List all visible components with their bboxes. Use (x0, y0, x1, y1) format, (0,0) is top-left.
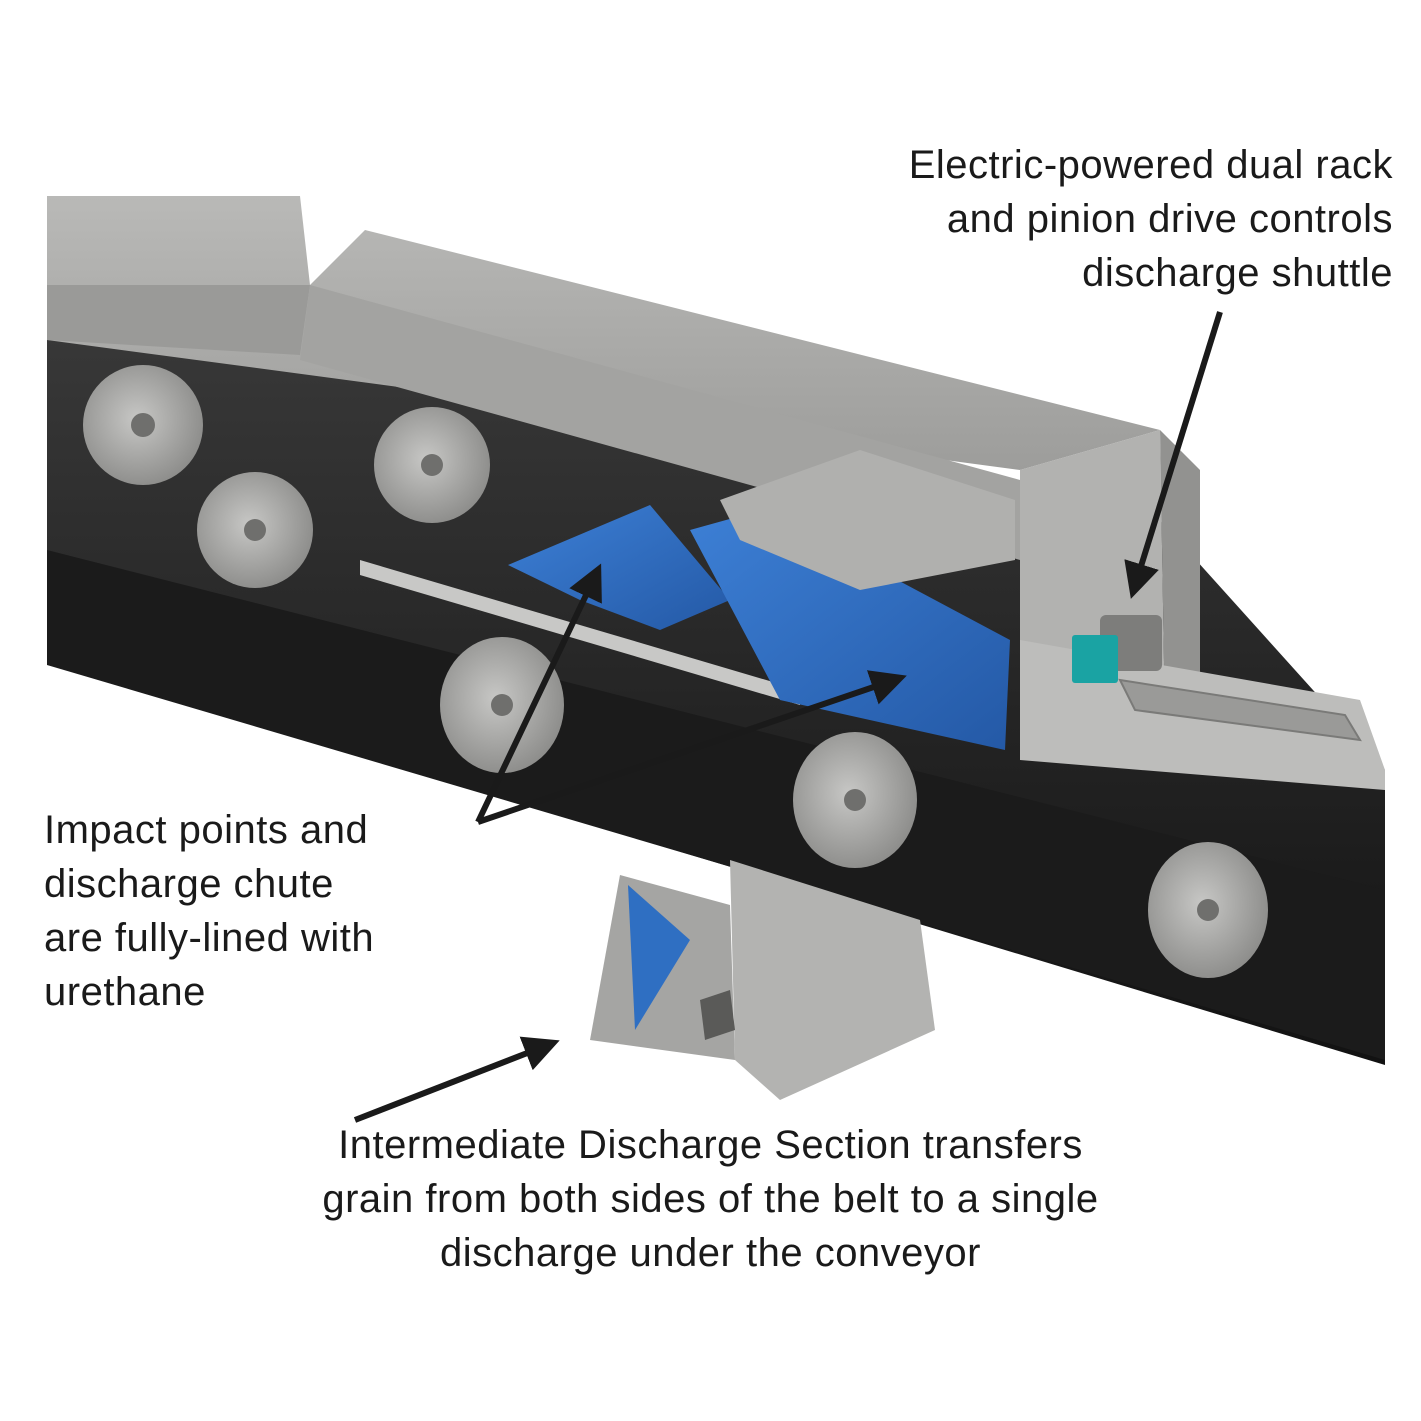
arrow-to-drive (1124, 311, 1223, 599)
urethane-liner-chute (690, 505, 1010, 750)
callout-drive-line: Electric-powered dual rack (908, 143, 1393, 187)
chute-hood (720, 450, 1015, 590)
callout-lining-line: are fully-lined with (44, 916, 375, 960)
head-section-side (1160, 430, 1200, 720)
motor-gearbox (1072, 635, 1118, 683)
arrow-to-impact (475, 563, 602, 824)
pulley-hub (244, 519, 266, 541)
arrow-to-intermediate (353, 1036, 560, 1123)
callout-lining-line: urethane (44, 970, 206, 1014)
disc-hub (844, 789, 866, 811)
disc-hub (491, 694, 513, 716)
callout-intermediate: Intermediate Discharge Section transfers… (0, 1118, 1421, 1280)
callout-intermediate-line: discharge under the conveyor (440, 1231, 981, 1275)
callout-intermediate-line: grain from both sides of the belt to a s… (322, 1177, 1099, 1221)
intermediate-discharge-flap (700, 990, 735, 1040)
callout-lining-line: Impact points and (44, 808, 369, 852)
pulley-hub (421, 454, 443, 476)
pulley-hub (131, 413, 155, 437)
rack-grating (1118, 678, 1362, 742)
housing-roof-front (47, 285, 310, 355)
disc-hub (1197, 899, 1219, 921)
intermediate-discharge-right (730, 860, 935, 1100)
callout-lining-line: discharge chute (44, 862, 334, 906)
lower-belt-band (47, 550, 1385, 1060)
tripper-bar (360, 560, 800, 705)
callout-lining: Impact points and discharge chute are fu… (44, 803, 374, 1019)
callout-drive-line: discharge shuttle (1082, 251, 1393, 295)
callout-drive: Electric-powered dual rack and pinion dr… (909, 138, 1393, 300)
intermediate-discharge-liner (628, 885, 690, 1030)
callout-drive-line: and pinion drive controls (946, 197, 1393, 241)
urethane-liner-impact (508, 505, 730, 630)
housing-roof (47, 196, 1160, 470)
arrow-to-chute (477, 670, 907, 825)
callout-intermediate-line: Intermediate Discharge Section transfers (338, 1123, 1083, 1167)
